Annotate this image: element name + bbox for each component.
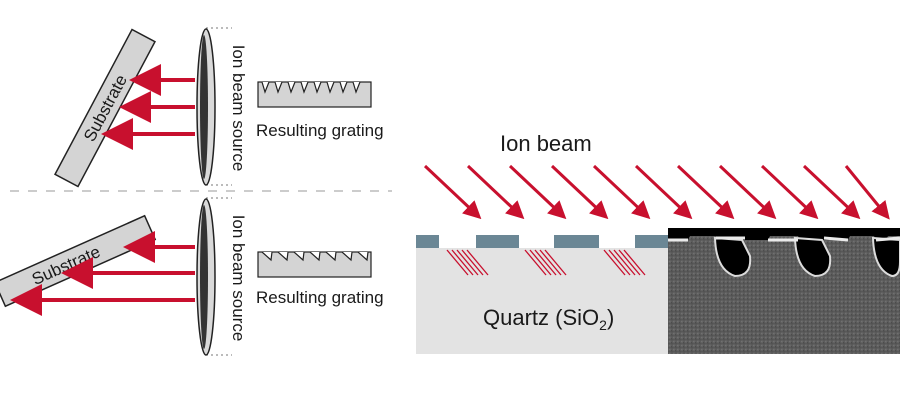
ion-arrow [802, 164, 861, 220]
etch-zone [603, 249, 646, 276]
etch-zone [446, 249, 489, 276]
mask-block [554, 235, 599, 248]
mask-block [635, 235, 670, 248]
ion-beam-source-bottom: Ion beam source [196, 197, 248, 356]
ion-arrow [423, 164, 482, 220]
mask-block [416, 235, 439, 248]
sem-groove [713, 236, 752, 278]
sem-micrograph [668, 228, 900, 354]
ion-arrow [760, 164, 819, 220]
ion-beam-arrows [423, 164, 890, 220]
grating-bottom-label: Resulting grating [256, 288, 384, 307]
ion-arrow [508, 164, 567, 220]
ion-arrow [466, 164, 525, 220]
etching-cross-section: Ion beam Qua [416, 131, 900, 354]
grating-top: Resulting grating [256, 81, 384, 140]
etch-zone [524, 249, 567, 276]
ion-arrow [634, 164, 693, 220]
ion-arrow [676, 164, 735, 220]
quartz-substrate [416, 248, 670, 354]
ion-arrow [592, 164, 651, 220]
substrate-bottom: Substrate [0, 214, 157, 308]
grating-top-label: Resulting grating [256, 121, 384, 140]
ion-arrow [718, 164, 777, 220]
ion-beam-source-bottom-label: Ion beam source [229, 215, 248, 342]
ion-arrow [844, 165, 890, 220]
quartz-label: Quartz (SiO2) [483, 305, 614, 333]
bottom-setup: Substrate Ion beam source Resulting grat… [0, 197, 384, 356]
ion-beam-title: Ion beam [500, 131, 592, 156]
sem-groove [793, 236, 832, 278]
etch-zones [446, 249, 646, 276]
ion-beam-source-top: Ion beam source [196, 27, 248, 186]
ion-arrow [550, 164, 609, 220]
top-setup: Substrate Ion beam source Resulting grat… [54, 27, 384, 188]
mask-block [476, 235, 519, 248]
ion-beam-source-top-label: Ion beam source [229, 45, 248, 172]
grating-bottom: Resulting grating [256, 251, 384, 307]
